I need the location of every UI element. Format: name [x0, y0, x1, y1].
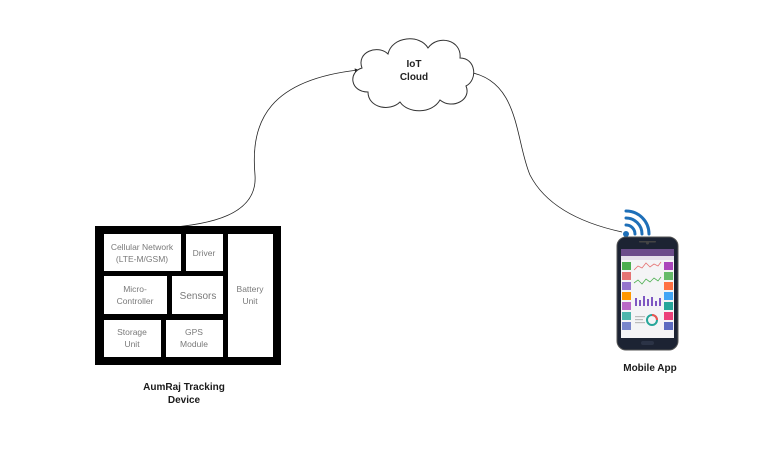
cell-cellular-network: [104, 234, 181, 271]
micro-label-line1: Micro-: [123, 284, 147, 294]
cloud-label-line1: IoT: [407, 59, 422, 70]
cell-driver: [186, 234, 223, 271]
cloud-mobile-connector: [467, 70, 623, 233]
battery-label-line2: Unit: [242, 296, 258, 306]
device-title-line1: AumRaj Tracking: [143, 382, 225, 393]
smartphone-icon: [616, 236, 679, 351]
gps-label-line2: Module: [180, 339, 208, 349]
cell-gps-module: [166, 320, 223, 357]
micro-label-line2: Controller: [117, 296, 154, 306]
cloud-icon: [352, 38, 475, 112]
cell-battery-unit: [228, 234, 273, 357]
cell-micro-controller: [104, 276, 167, 314]
wifi-signal-icon: [623, 209, 651, 237]
cell-storage-unit: [104, 320, 161, 357]
tracking-device: [95, 226, 281, 365]
device-title-line2: Device: [168, 395, 201, 406]
cellular-label-line2: (LTE-M/GSM): [116, 254, 168, 264]
cloud-label-line2: Cloud: [400, 72, 428, 83]
cloud-device-connector: [161, 68, 359, 230]
mobile-app-label: Mobile App: [623, 363, 677, 374]
driver-label: Driver: [193, 248, 216, 258]
battery-label-line1: Battery: [237, 284, 265, 294]
sensors-label: Sensors: [180, 291, 217, 302]
storage-label-line2: Unit: [124, 339, 140, 349]
storage-label-line1: Storage: [117, 327, 147, 337]
gps-label-line1: GPS: [185, 327, 203, 337]
cellular-label-line1: Cellular Network: [111, 242, 174, 252]
cell-sensors: [172, 276, 223, 314]
